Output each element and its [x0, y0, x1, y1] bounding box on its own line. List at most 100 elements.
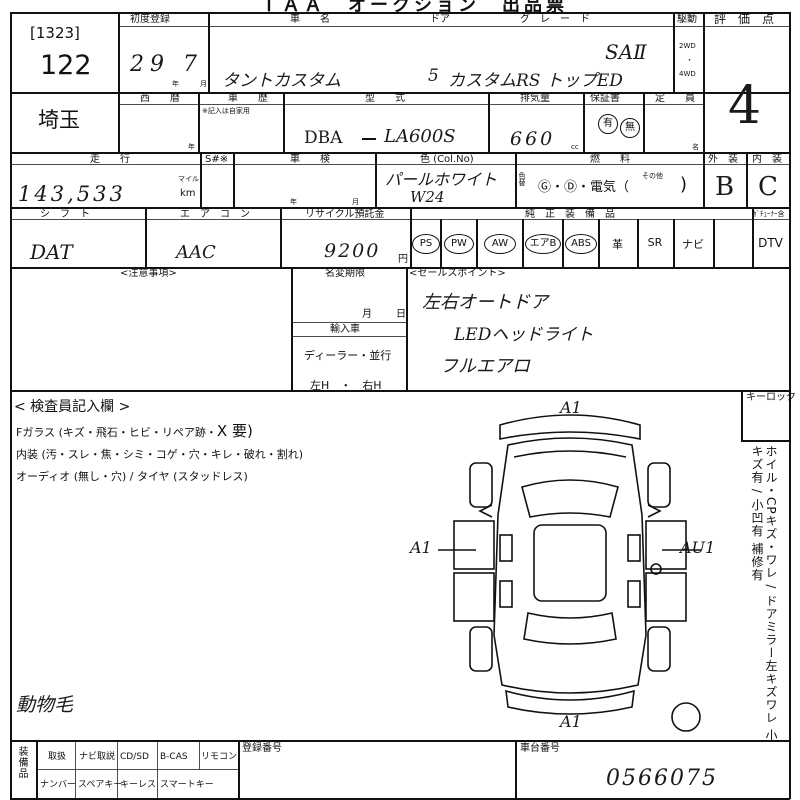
- name-change-day: 日: [396, 309, 406, 320]
- dealer-option: ディーラー・並行: [304, 349, 392, 362]
- model-label: 型 式: [365, 93, 405, 104]
- western-year-unit: 年: [188, 143, 195, 151]
- warranty-no: 無: [620, 118, 640, 138]
- score-label: 評 価 点: [714, 12, 775, 26]
- transmission-tag: SAⅡ: [605, 40, 647, 64]
- first-reg-year-unit: 年: [172, 80, 179, 88]
- fuel-close-paren: ): [680, 174, 688, 195]
- front-bumper: [499, 414, 641, 440]
- ac-value: AAC: [176, 242, 216, 263]
- windshield: [521, 479, 619, 518]
- glass-x: X 要): [216, 422, 253, 440]
- cc-unit: cc: [571, 143, 579, 151]
- interior-line: 内装 (汚・スレ・焦・シミ・コゲ・穴・キレ・破れ・割れ): [16, 448, 304, 461]
- sales-point-3: フルエアロ: [440, 356, 530, 377]
- mile-unit: マイル: [178, 175, 199, 183]
- exterior-grade: B: [715, 172, 735, 202]
- interior-grade: C: [758, 172, 778, 202]
- door-rear-right: [645, 572, 687, 622]
- score-value: 4: [728, 76, 762, 136]
- reg-no-label: 登録番号: [242, 743, 282, 754]
- door-front-left: [453, 520, 495, 570]
- footer-spare-key: スペアキー: [78, 780, 123, 790]
- region: 埼玉: [38, 108, 80, 132]
- footer-side-label: 装備品: [16, 746, 27, 779]
- first-reg-month-unit: 月: [200, 80, 207, 88]
- drive-label: 駆動: [677, 14, 697, 25]
- capacity-unit: 名: [692, 143, 699, 151]
- car-name-label: 車 名: [290, 14, 330, 25]
- footer-navi-manual: ナビ取説: [79, 752, 116, 762]
- shift-value: DAT: [30, 240, 73, 264]
- grade-label: グ レ ー ド: [520, 14, 590, 25]
- inspection-year-unit: 年: [290, 198, 297, 206]
- car-body: [493, 437, 647, 694]
- equipment-label: 純 正 装 備 品: [525, 209, 615, 220]
- lot-code: [1323]: [30, 24, 80, 42]
- door-front-right: [645, 520, 687, 570]
- equip-abs: ABS: [565, 234, 597, 254]
- hood-line: [513, 450, 627, 458]
- equip-pw: PW: [444, 234, 474, 254]
- window-rear-left: [499, 580, 513, 608]
- fuel-cap: [650, 563, 662, 575]
- equip-leather: 革: [612, 238, 623, 251]
- rear-window: [523, 612, 617, 645]
- inspector-title: < 検査員記入欄 >: [14, 399, 131, 415]
- wheel-front-left: [469, 462, 493, 508]
- interior-label: 内 装: [752, 154, 782, 165]
- recycle-value: 9200: [324, 240, 381, 262]
- drive-2wd: 2WD: [679, 42, 696, 50]
- sales-label: <セールスポイント>: [409, 268, 506, 279]
- glass-line: Fガラス (キズ・飛石・ヒビ・リペア跡・X 要): [16, 420, 253, 441]
- tuner-label: ｶﾞﾁｭｰﾅｰ含: [753, 210, 785, 218]
- equip-navi: ナビ: [682, 238, 704, 251]
- model-prefix: DBA: [304, 128, 343, 148]
- mirror-right: [647, 504, 662, 518]
- displacement-value: 660: [510, 128, 556, 150]
- lot-number: 122: [40, 50, 92, 81]
- drive-dot: ・: [686, 56, 693, 64]
- ac-label: エ ア コ ン: [180, 209, 250, 220]
- model-dash: [362, 138, 376, 140]
- mileage-label: 走 行: [90, 154, 130, 165]
- fuel-label: 燃 料: [590, 154, 630, 165]
- footer-cd-sd: CD/SD: [120, 752, 149, 762]
- roof: [533, 524, 607, 602]
- wheel-rear-left: [469, 626, 493, 672]
- capacity-label: 定 員: [655, 93, 695, 104]
- grade-value: カスタムRS トップED: [448, 71, 623, 91]
- window-rear-right: [627, 580, 641, 608]
- equip-aw: AW: [484, 234, 516, 254]
- color-label: 色 (Col.No): [420, 154, 474, 165]
- mirror-left: [478, 504, 493, 518]
- color-value: パールホワイト: [385, 170, 498, 189]
- fuel-options: Ⓖ・Ⓓ・電気（: [538, 180, 630, 195]
- audio-tire-line: オーディオ (無し・穴) / タイヤ (スタッドレス): [16, 470, 248, 483]
- equip-sr: SR: [647, 236, 663, 249]
- spare-tire: [671, 702, 701, 732]
- chassis-label: 車台番号: [520, 743, 560, 754]
- recycle-label: リサイクル預託金: [305, 209, 385, 220]
- history-label: 車 歴: [228, 93, 268, 104]
- footer-smart-key: スマートキー: [160, 780, 214, 790]
- footer-keyless: キーレス: [120, 780, 157, 790]
- western-year-label: 西 暦: [140, 93, 180, 104]
- import-label: 輸入車: [330, 324, 360, 335]
- sales-point-2: LEDヘッドライト: [454, 325, 594, 345]
- mark-right: AU1: [680, 538, 716, 557]
- keyless-label: キーロック: [746, 392, 796, 403]
- footer-number: ナンバー: [40, 780, 77, 790]
- steering-option: 左H ・ 右H: [310, 379, 382, 392]
- exterior-label: 外 装: [708, 154, 738, 165]
- mileage-flags: S#※: [205, 154, 229, 165]
- notes-label: <注意事項>: [120, 268, 177, 279]
- inspection-month-unit: 月: [352, 198, 359, 206]
- wheel-rear-right: [647, 626, 671, 672]
- car-diagram: [438, 414, 702, 732]
- mileage-value: 143,533: [18, 182, 126, 206]
- footer-bcas: B-CAS: [160, 752, 188, 762]
- name-change-month: 月: [362, 309, 372, 320]
- equip-dtv: DTV: [758, 236, 783, 250]
- equip-ps: PS: [412, 234, 440, 254]
